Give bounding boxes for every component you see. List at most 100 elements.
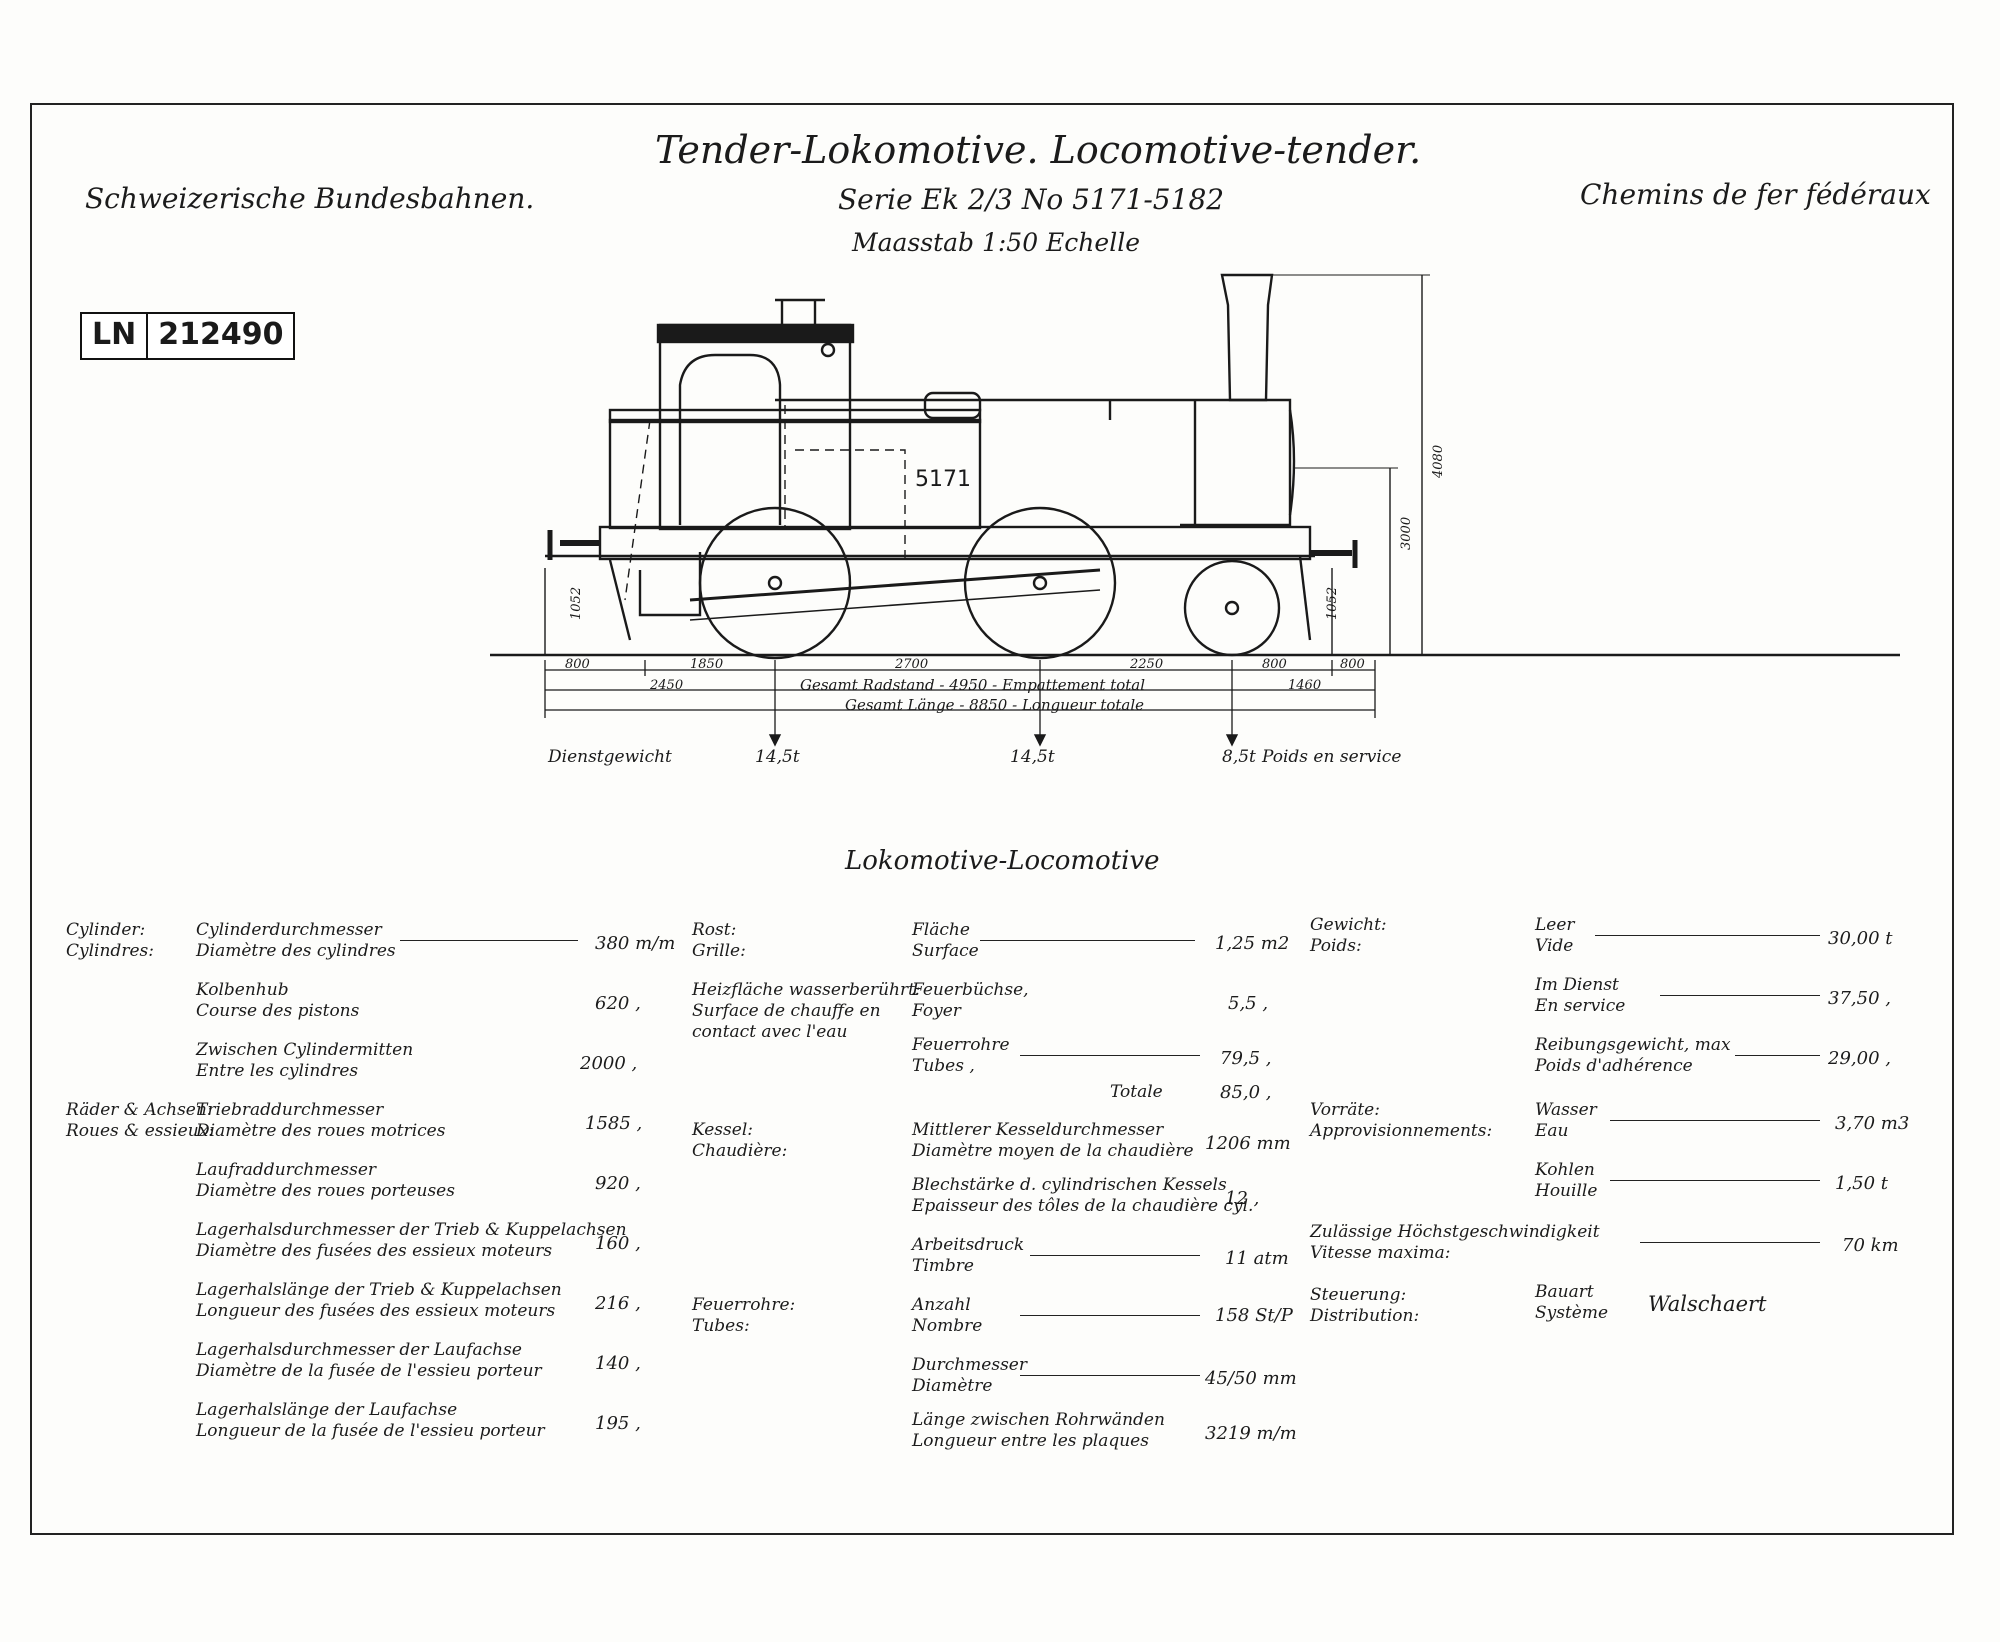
c2-cat2-fr: Surface de chauffe en xyxy=(692,1001,881,1021)
loco-number: 5171 xyxy=(915,467,971,492)
coupled-wheel-1 xyxy=(698,506,852,660)
c1-row-3-fr: Diamètre des roues motrices xyxy=(196,1121,446,1141)
drawing-title: Tender-Lokomotive. Locomotive-tender. xyxy=(655,128,1422,172)
dim-d2: 1850 xyxy=(690,657,723,672)
cylinder xyxy=(638,552,702,617)
c2-row-6-value: 11 atm xyxy=(1225,1248,1289,1269)
c1-row-5-de: Lagerhalsdurchmesser der Trieb & Kuppela… xyxy=(196,1220,627,1240)
scale-label: Maasstab 1:50 Echelle xyxy=(852,228,1140,257)
c2-row-5-de: Blechstärke d. cylindrischen Kessels xyxy=(912,1175,1227,1195)
c3-cat3: Steuerung:Distribution: xyxy=(1310,1285,1419,1327)
c2-row-2-fr: Tubes , xyxy=(912,1056,975,1076)
boiler xyxy=(775,398,1292,527)
c1-row-8-de: Lagerhalslänge der Laufachse xyxy=(196,1400,458,1420)
railway-name-de: Schweizerische Bundesbahnen. xyxy=(85,182,535,215)
dim-d6: 800 xyxy=(1340,657,1365,672)
c2-cat4-fr: Tubes: xyxy=(692,1316,750,1336)
c3-row-3-de: Wasser xyxy=(1535,1100,1597,1120)
c1-row-2-de: Zwischen Cylindermitten xyxy=(196,1040,414,1060)
chimney xyxy=(1220,273,1274,402)
c1-row-7-value: 140 , xyxy=(595,1353,641,1374)
c2-row-4-de: Mittlerer Kesseldurchmesser xyxy=(912,1120,1164,1140)
c2-cat3-fr: Chaudière: xyxy=(692,1141,788,1161)
c3-cat3-fr: Distribution: xyxy=(1310,1306,1420,1326)
c2-row-0-de: Fläche xyxy=(912,920,970,940)
axle-load-3: 8,5t xyxy=(1222,747,1256,767)
c1-row-1-de: Kolbenhub xyxy=(196,980,289,1000)
coupling-rod xyxy=(689,568,1101,602)
c3-cat1: Gewicht:Poids: xyxy=(1310,915,1387,957)
c3-cat3-de: Steuerung: xyxy=(1310,1285,1407,1305)
c2-row-7-fr: Nombre xyxy=(912,1316,983,1336)
c1-row-1-value: 620 , xyxy=(595,993,641,1014)
c1-row-1-fr: Course des pistons xyxy=(196,1001,360,1021)
total-length-label: Gesamt Länge - 8850 - Longueur totale xyxy=(845,696,1144,714)
c2-row-3: Totale xyxy=(1110,1082,1163,1103)
c1-row-5: Lagerhalsdurchmesser der Trieb & Kuppela… xyxy=(196,1220,627,1262)
c2-row-1: Feuerbüchse,Foyer xyxy=(912,980,1029,1022)
c3-row-1-fr: En service xyxy=(1535,996,1626,1016)
c2-row-1-de: Feuerbüchse, xyxy=(912,980,1029,1000)
series-label: Serie Ek 2/3 No 5171-5182 xyxy=(838,183,1225,216)
c2-row-1-fr: Foyer xyxy=(912,1001,961,1021)
c1-row-7-de: Lagerhalsdurchmesser der Laufachse xyxy=(196,1340,522,1360)
c3-speed-de: Zulässige Höchstgeschwindigkeit xyxy=(1310,1222,1600,1242)
drawing-frame xyxy=(30,103,1954,1535)
dim-height-total-label: 4080 xyxy=(1431,445,1446,479)
c3-row-3-fr: Eau xyxy=(1535,1121,1569,1141)
c2-row-6-fr: Timbre xyxy=(912,1256,974,1276)
stamp-number: 212490 xyxy=(158,317,284,352)
dim-d5: 800 xyxy=(1262,657,1287,672)
dim-buffer-right-label: 1052 xyxy=(1325,587,1340,620)
c2-row-9-de: Länge zwischen Rohrwänden xyxy=(912,1410,1165,1430)
c1-cat1: Cylinder: Cylindres: xyxy=(66,920,154,962)
c1-row-4-fr: Diamètre des roues porteuses xyxy=(196,1181,455,1201)
c3-cat2-fr: Approvisionnements: xyxy=(1310,1121,1493,1141)
c2-row-2-de: Feuerrohre xyxy=(912,1035,1010,1055)
c1-cat2-fr: Roues & essieux: xyxy=(66,1121,214,1141)
c2-row-9-fr: Longueur entre les plaques xyxy=(912,1431,1149,1451)
stamp-prefix: LN xyxy=(82,314,149,358)
c2-row-5-value: 12 , xyxy=(1225,1188,1260,1209)
c3-row-1-de: Im Dienst xyxy=(1535,975,1619,995)
axle-load-2: 14,5t xyxy=(1010,747,1055,767)
section-title: Lokomotive-Locomotive xyxy=(845,846,1160,876)
c2-row-4-fr: Diamètre moyen de la chaudière xyxy=(912,1141,1194,1161)
c3-valve-de: Bauart xyxy=(1535,1282,1594,1302)
c2-row-8-fr: Diamètre xyxy=(912,1376,993,1396)
c2-cat1-de: Rost: xyxy=(692,920,737,940)
dim-buffer-left-label: 1052 xyxy=(569,587,584,620)
c2-cat3: Kessel:Chaudière: xyxy=(692,1120,787,1162)
c2-cat2: Heizfläche wasserberührt:Surface de chau… xyxy=(692,980,921,1043)
c3-cat1-de: Gewicht: xyxy=(1310,915,1387,935)
c2-cat3-de: Kessel: xyxy=(692,1120,753,1140)
c2-row-3-value: 85,0 , xyxy=(1220,1082,1272,1103)
c2-cat2-de: Heizfläche wasserberührt: xyxy=(692,980,921,1000)
axle-load-arrow-1 xyxy=(768,734,782,747)
c1-cat2: Räder & Achsen: Roues & essieux: xyxy=(66,1100,214,1142)
c3-cat1-fr: Poids: xyxy=(1310,936,1362,956)
c2-row-2-value: 79,5 , xyxy=(1220,1048,1272,1069)
weight-label-de: Dienstgewicht xyxy=(547,747,672,767)
c1-row-0-de: Cylinderdurchmesser xyxy=(196,920,382,940)
axle-load-arrow-3 xyxy=(1225,734,1239,747)
dim-d1: 800 xyxy=(565,657,590,672)
c1-cat2-de: Räder & Achsen: xyxy=(66,1100,213,1120)
archive-stamp: LN 212490 xyxy=(80,312,296,360)
c3-row-0-value: 30,00 t xyxy=(1828,928,1893,949)
c3-row-4-de: Kohlen xyxy=(1535,1160,1595,1180)
